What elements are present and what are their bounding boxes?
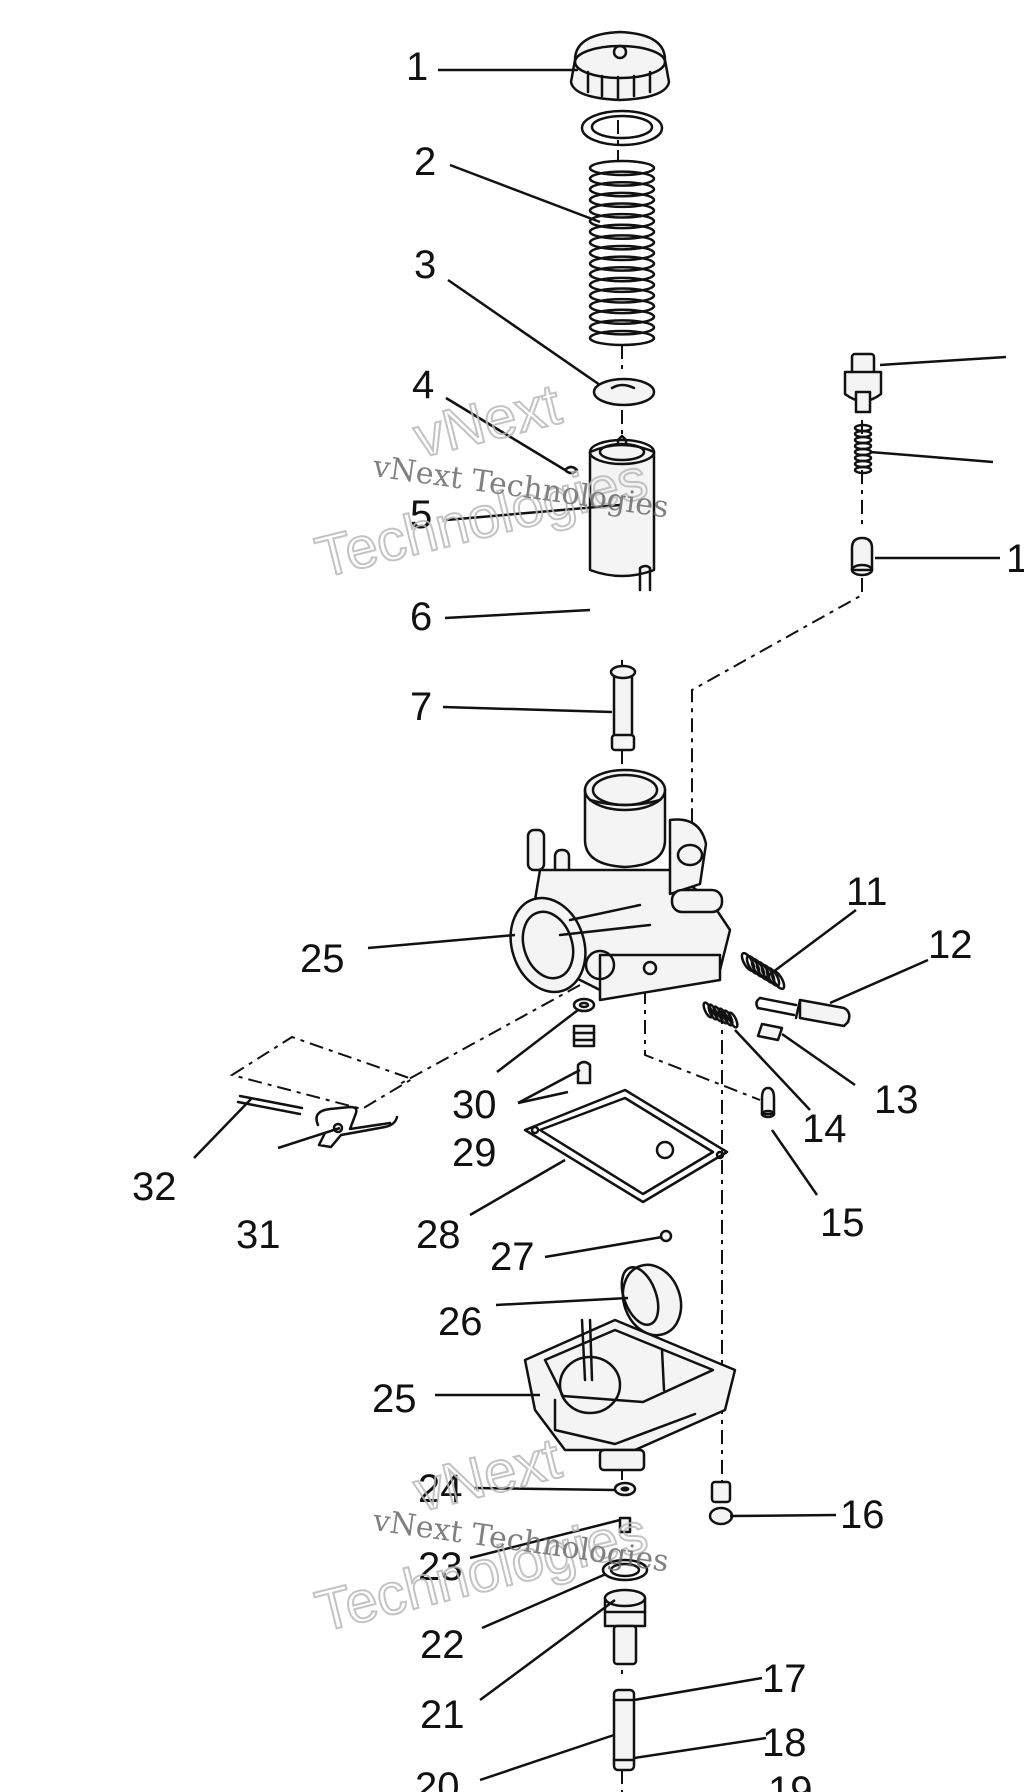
callout-16: 16 (840, 1493, 885, 1537)
part-needle-retainer-plate (592, 377, 656, 407)
part-float-bowl-gasket (523, 1088, 729, 1204)
callout-18: 18 (762, 1721, 807, 1765)
part-main-jet-washer (572, 997, 596, 1013)
spring-coil (588, 297, 656, 315)
watermark-big-line1: vNext (407, 1426, 567, 1525)
callout-21: 21 (420, 1693, 465, 1737)
part-idle-screw-tip (850, 536, 874, 577)
part-needle-clip (563, 465, 579, 475)
callout-32: 32 (132, 1165, 177, 1209)
callout-7: 7 (410, 685, 432, 729)
callout-6: 6 (410, 595, 432, 639)
callout-4: 4 (412, 363, 434, 407)
spring-coil (588, 308, 656, 325)
callout-1: 1 (406, 45, 428, 89)
part-drain-washer (613, 1481, 637, 1497)
callout-15: 15 (820, 1201, 865, 1245)
spring-coil (588, 266, 656, 283)
callout-23: 23 (418, 1545, 463, 1589)
spring-coil (588, 202, 656, 219)
callout-3: 3 (414, 243, 436, 287)
callout-27: 27 (490, 1235, 535, 1279)
spring-coil (588, 255, 656, 272)
callout-2: 2 (414, 140, 436, 184)
part-drain-screw (708, 1480, 734, 1526)
part-cap (569, 30, 671, 102)
leader-lines (193, 68, 1007, 1782)
callout-11: 11 (846, 870, 888, 914)
part-throttle-valve (588, 438, 656, 592)
spring-coil (588, 170, 656, 187)
spring-coil (727, 1011, 739, 1029)
part-cap-gasket (580, 109, 664, 147)
spring-coil (588, 319, 656, 336)
callout-14: 14 (802, 1107, 847, 1151)
part-float-bowl (523, 1318, 737, 1472)
spring-coil (588, 223, 656, 240)
part-idle-screw-spring (853, 423, 873, 475)
callout-10-partial: 1 (1006, 537, 1024, 581)
spring-coil (588, 244, 656, 262)
part-float-arm (315, 1105, 399, 1149)
spring-coil (588, 287, 656, 304)
part-needle-jet (609, 664, 637, 752)
callout-31: 31 (236, 1213, 281, 1257)
part-needle-jet-tube (612, 1688, 636, 1772)
spring-coil (853, 465, 873, 475)
part-pilot-jet-spring (702, 1001, 739, 1029)
callout-25-body: 25 (300, 937, 345, 981)
part-float-pin (229, 1035, 415, 1116)
callout-25-bowl: 25 (372, 1377, 417, 1421)
callout-17: 17 (762, 1657, 807, 1701)
spring-coil (588, 234, 656, 251)
callout-20: 20 (415, 1765, 460, 1792)
callout-24: 24 (418, 1467, 463, 1511)
part-o-ring (601, 1558, 649, 1582)
callout-26: 26 (438, 1300, 483, 1344)
spring-coil (588, 181, 656, 198)
part-pilot-jet (756, 1022, 784, 1042)
callout-12: 12 (928, 923, 973, 967)
callout-5: 5 (410, 493, 432, 537)
callout-29: 29 (452, 1131, 497, 1175)
part-main-jet (618, 1516, 632, 1534)
callout-28: 28 (416, 1213, 461, 1257)
spring-coil (588, 212, 656, 230)
part-float-pin-small (659, 1229, 673, 1243)
callout-19-partial: 19 (768, 1769, 813, 1792)
spring-coil (588, 159, 656, 177)
spring-coil (588, 191, 656, 209)
callout-13: 13 (874, 1078, 919, 1122)
part-float (620, 1263, 683, 1337)
callout-22: 22 (420, 1623, 465, 1667)
part-spring (588, 159, 656, 347)
spring-coil (588, 329, 656, 347)
part-idle-adjust-screw (843, 352, 883, 414)
part-drain-plug (603, 1588, 647, 1666)
part-needle-valve-seat (572, 1024, 596, 1085)
callout-30: 30 (452, 1083, 497, 1127)
part-small-jet (760, 1086, 776, 1119)
spring-coil (588, 276, 656, 294)
callout-labels: 1 2 3 4 5 6 7 25 11 12 13 14 15 16 17 18… (132, 45, 1024, 1792)
part-carburetor-body (509, 768, 732, 1002)
part-pilot-screw-spring (740, 951, 786, 991)
part-pilot-screw (755, 996, 851, 1028)
